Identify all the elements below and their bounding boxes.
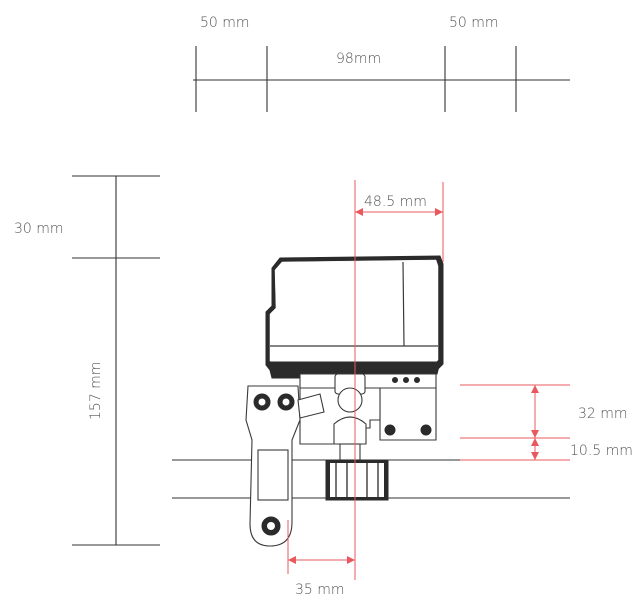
dim-bottom-label: 35 mm (295, 582, 345, 598)
dim-left-upper-label: 30 mm (14, 221, 64, 237)
right-arrow-top (531, 385, 539, 393)
dim-right-upper-label: 32 mm (578, 406, 628, 422)
clamp-link (297, 393, 325, 419)
ball-valve-face (330, 463, 384, 497)
valve-actuator-device (245, 255, 444, 547)
clamp-bottom-bolt-hole (267, 522, 275, 530)
red-dimension-group: 48.5 mm 32 mm 10.5 mm 35 mm (287, 180, 633, 598)
right-arrow-mid-up (531, 430, 539, 438)
dim-top-left-label: 50 mm (200, 15, 250, 31)
clamp-bolt-left-hole (258, 398, 266, 406)
actuator-offset-arrow-right (435, 208, 443, 216)
actuator-face-edge (402, 261, 405, 347)
dim-top-right-label: 50 mm (449, 15, 499, 31)
dim-left-total-label: 157 mm (88, 362, 104, 420)
right-arrow-mid-down (531, 438, 539, 446)
valve-stem (339, 443, 361, 461)
clamp-pipe-saddle (257, 449, 289, 501)
right-bracket-bolt-2 (420, 424, 432, 436)
valve-stem-cap (333, 416, 367, 445)
coupling-ring (337, 387, 363, 413)
top-dimension-group: 50 mm 98mm 50 mm (193, 15, 570, 112)
right-bracket-bolt-1 (384, 424, 396, 436)
plate-screw-2 (403, 377, 409, 383)
actuator-offset-arrow-left (355, 208, 363, 216)
bottom-arrow-left (288, 556, 296, 564)
dim-top-middle-label: 98mm (336, 51, 381, 67)
bottom-arrow-right (347, 556, 355, 564)
right-arrow-bottom (531, 452, 539, 460)
left-dimension-group: 30 mm 157 mm (14, 175, 160, 546)
dim-right-lower-label: 10.5 mm (570, 443, 633, 459)
plate-screw-3 (414, 377, 420, 383)
actuator-housing-face (269, 259, 439, 366)
clamp-bolt-right-hole (282, 398, 290, 406)
dim-actuator-offset-label: 48.5 mm (364, 194, 427, 210)
plate-screw-1 (392, 377, 398, 383)
